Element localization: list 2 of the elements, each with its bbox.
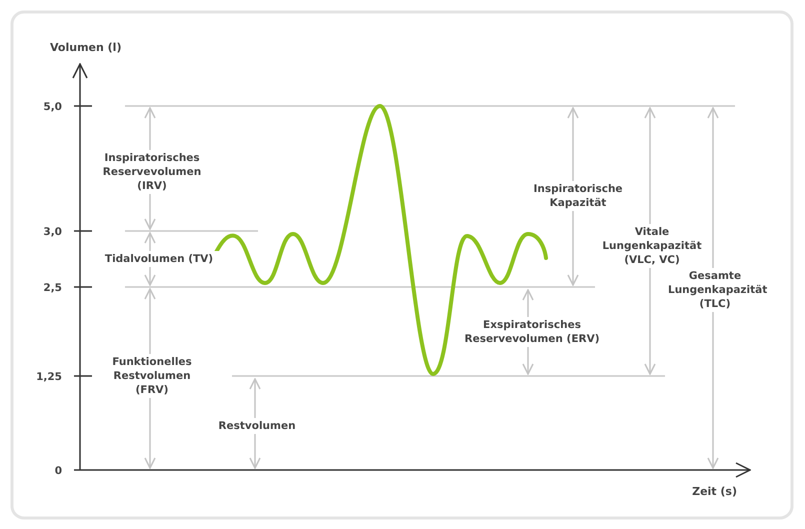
axis-title: Volumen (l) [49,40,122,56]
axis-title: Zeit (s) [691,484,738,500]
